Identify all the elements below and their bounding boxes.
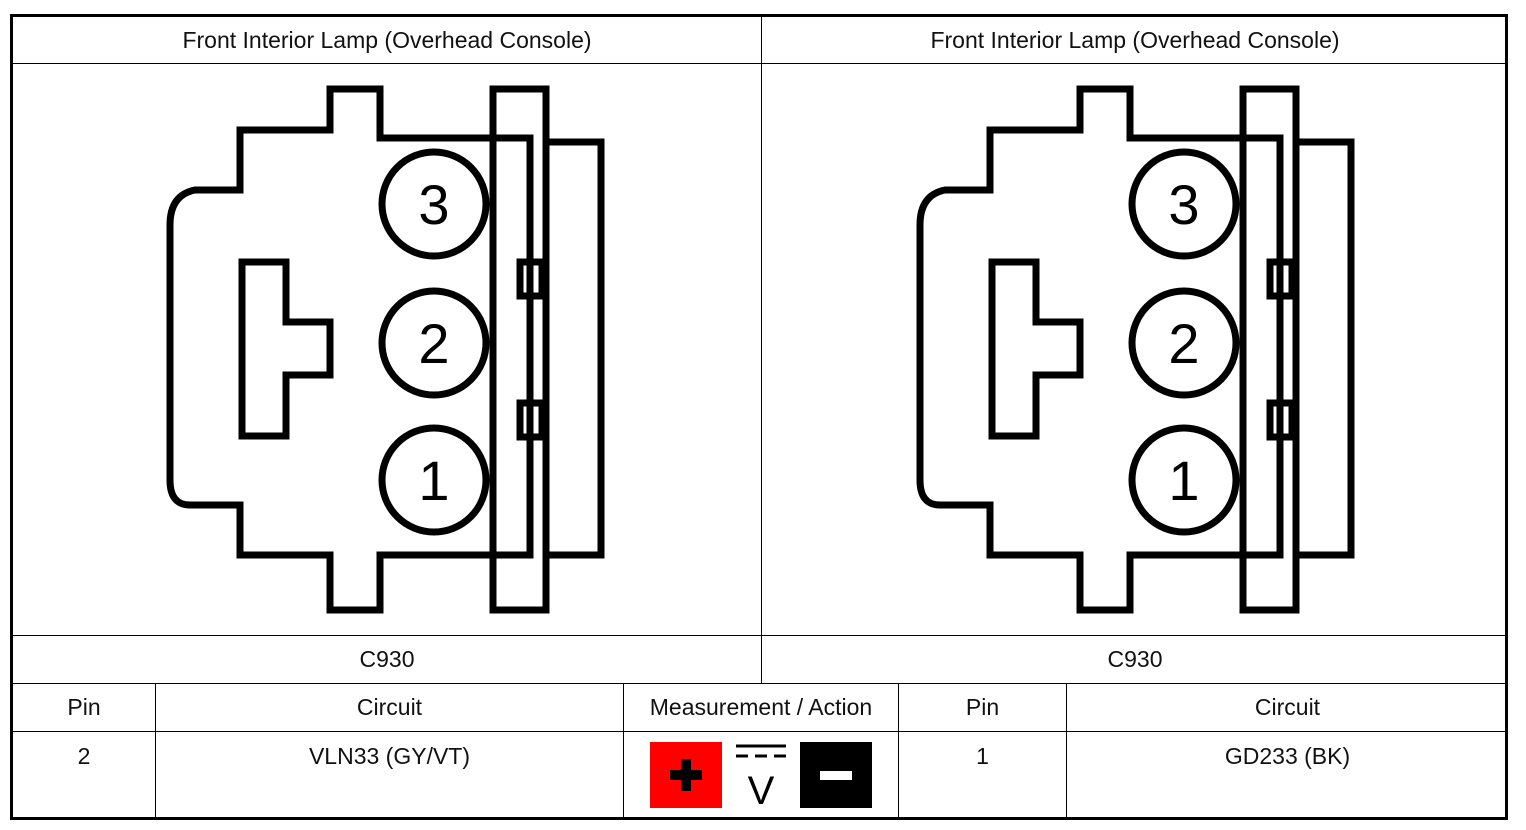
header-measurement: Measurement / Action	[649, 694, 873, 720]
header-circuit-2: Circuit	[1254, 694, 1321, 720]
connector-key-tab	[988, 258, 1084, 440]
connector-left-id: C930	[359, 646, 415, 672]
col-divider-2	[623, 684, 624, 817]
col-divider-3	[898, 684, 899, 817]
header-row-divider	[13, 731, 1508, 732]
pin-3-label: 3	[1168, 173, 1199, 236]
header-circuit: Circuit	[356, 694, 423, 720]
connector-latch-bar	[489, 85, 550, 614]
connector-right-id: C930	[1107, 646, 1163, 672]
connector-row-divider	[13, 683, 1508, 684]
plus-icon	[650, 742, 722, 808]
col-divider-1	[155, 684, 156, 817]
dc-voltage-icon: V	[734, 742, 788, 813]
connector-housing-outline	[166, 85, 534, 614]
pinout-sheet	[10, 14, 1508, 820]
connector-latch-bar	[1239, 85, 1300, 614]
header-pin-2: Pin	[965, 694, 1000, 720]
header-pin: Pin	[67, 694, 101, 720]
connector-diagram-left: 3 2 1	[160, 80, 620, 620]
panel-divider	[761, 17, 762, 684]
col-divider-4	[1066, 684, 1067, 817]
connector-diagram-right: 3 2 1	[910, 80, 1370, 620]
connector-side-rail	[546, 138, 605, 559]
row-circuit-2: GD233 (BK)	[1224, 742, 1351, 769]
pin-3-label: 3	[418, 173, 449, 236]
minus-icon	[800, 742, 872, 808]
panel-right-title: Front Interior Lamp (Overhead Console)	[930, 26, 1340, 53]
connector-housing-outline	[916, 85, 1284, 614]
pin-2-label: 2	[418, 312, 449, 375]
pin-1-label: 1	[1168, 449, 1199, 512]
measurement-action: V	[650, 742, 872, 813]
voltage-symbol: V	[748, 769, 775, 808]
pin-1-label: 1	[418, 449, 449, 512]
panel-left-title: Front Interior Lamp (Overhead Console)	[182, 26, 592, 53]
pin-2-label: 2	[1168, 312, 1199, 375]
row-circuit: VLN33 (GY/VT)	[308, 742, 471, 769]
title-row-divider	[13, 63, 1508, 64]
diagram-row-divider	[13, 635, 1508, 636]
connector-side-rail	[1296, 138, 1355, 559]
connector-key-tab	[238, 258, 334, 440]
row-pin-2: 1	[976, 742, 989, 769]
row-pin: 2	[77, 742, 91, 769]
